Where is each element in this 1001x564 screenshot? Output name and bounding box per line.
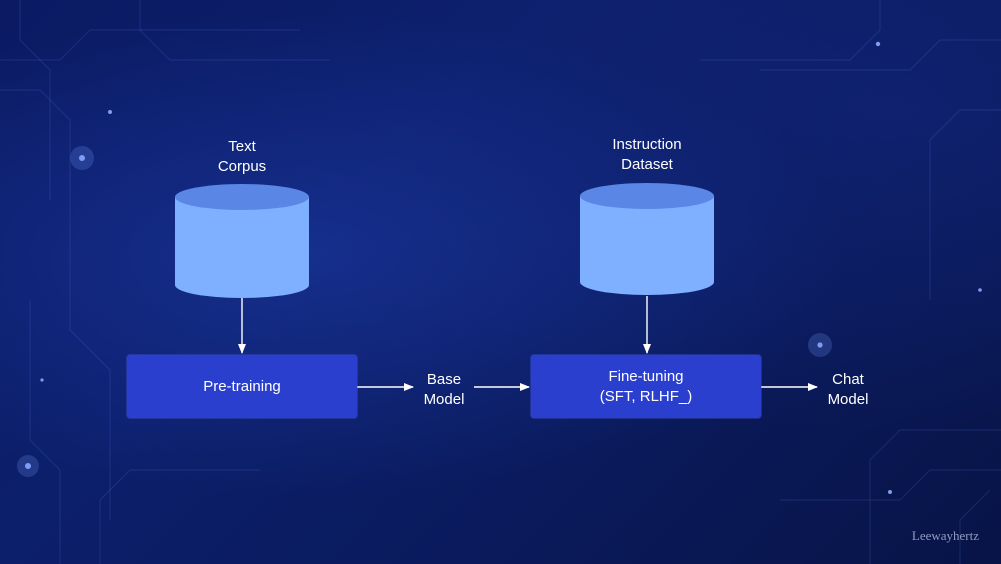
text-corpus-cylinder (175, 184, 309, 298)
text-corpus-line1: Text (228, 138, 256, 155)
text-corpus-label: Text Corpus (192, 137, 292, 177)
base-model-line2: Model (423, 391, 465, 408)
chat-model-line2: Model (827, 391, 869, 408)
watermark-logo: Leewayhertz (911, 528, 979, 543)
instruction-dataset-line2: Dataset (621, 156, 673, 173)
chat-model-label: Chat Model (818, 370, 878, 410)
instruction-dataset-cylinder (580, 183, 714, 295)
finetuning-box: Fine-tuning (SFT, RLHF_) (531, 355, 761, 418)
base-model-line1: Base (426, 371, 462, 388)
pretraining-box: Pre-training (127, 355, 357, 418)
finetuning-line1: Fine-tuning (608, 367, 684, 385)
chat-model-line1: Chat (832, 371, 864, 388)
pretraining-label: Pre-training (203, 377, 281, 395)
instruction-dataset-line1: Instruction (612, 136, 682, 153)
finetuning-line2: (SFT, RLHF_) (599, 387, 693, 405)
base-model-label: Base Model (414, 370, 474, 410)
text-corpus-line2: Corpus (217, 158, 267, 175)
instruction-dataset-label: Instruction Dataset (587, 135, 707, 175)
